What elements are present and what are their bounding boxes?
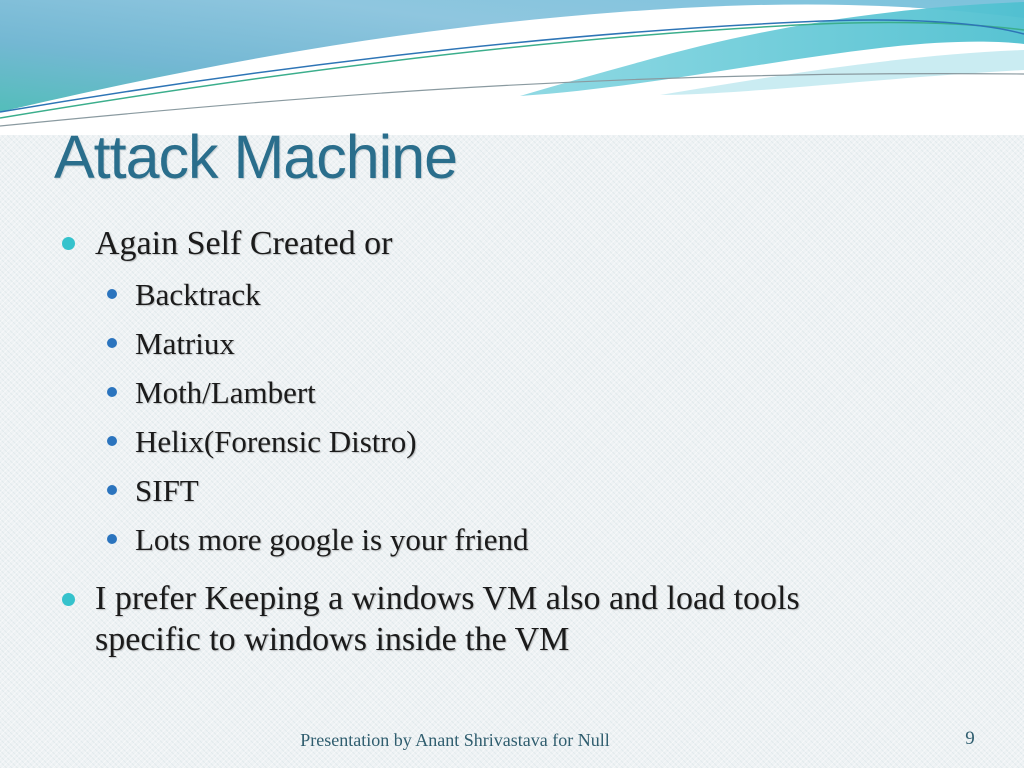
bullet-dot-icon bbox=[107, 485, 117, 495]
bullet-dot-icon bbox=[107, 534, 117, 544]
header-wave-decoration bbox=[0, 0, 1024, 135]
slide-body: Again Self Created or Backtrack Matriux … bbox=[62, 222, 932, 660]
bullet-item-level2: Helix(Forensic Distro) bbox=[107, 417, 932, 466]
bullet-item-level1: Again Self Created or bbox=[62, 222, 932, 266]
bullet-item-level2: Lots more google is your friend bbox=[107, 515, 932, 564]
bullet-dot-icon bbox=[62, 593, 75, 606]
bullet-text: Moth/Lambert bbox=[135, 375, 316, 410]
bullet-dot-icon bbox=[107, 289, 117, 299]
bullet-item-level2: Moth/Lambert bbox=[107, 368, 932, 417]
bullet-text: Backtrack bbox=[135, 277, 261, 312]
accent-line-blue bbox=[0, 19, 1024, 113]
wave-teal-echo bbox=[660, 50, 1024, 95]
bullet-text: I prefer Keeping a windows VM also and l… bbox=[95, 580, 800, 658]
bullet-text: Lots more google is your friend bbox=[135, 522, 529, 557]
bullet-dot-icon bbox=[107, 338, 117, 348]
bullet-text: Matriux bbox=[135, 326, 235, 361]
bullet-dot-icon bbox=[107, 387, 117, 397]
bullet-dot-icon bbox=[62, 237, 75, 250]
bullet-item-level2: Matriux bbox=[107, 319, 932, 368]
bullet-item-level2: Backtrack bbox=[107, 270, 932, 319]
accent-line-gray bbox=[0, 72, 1024, 127]
sub-bullet-list: Backtrack Matriux Moth/Lambert Helix(For… bbox=[62, 270, 932, 564]
footer-text: Presentation by Anant Shrivastava for Nu… bbox=[300, 730, 610, 750]
bullet-text: Again Self Created or bbox=[95, 225, 393, 262]
wave-teal-band bbox=[520, 2, 1024, 96]
page-number: 9 bbox=[965, 728, 975, 749]
accent-line-green bbox=[0, 21, 1024, 119]
bullet-item-level1: I prefer Keeping a windows VM also and l… bbox=[62, 578, 932, 660]
bullet-item-level2: SIFT bbox=[107, 466, 932, 515]
bullet-dot-icon bbox=[107, 436, 117, 446]
bullet-text: Helix(Forensic Distro) bbox=[135, 424, 417, 459]
bullet-text: SIFT bbox=[135, 473, 199, 508]
slide-title: Attack Machine bbox=[54, 123, 458, 191]
